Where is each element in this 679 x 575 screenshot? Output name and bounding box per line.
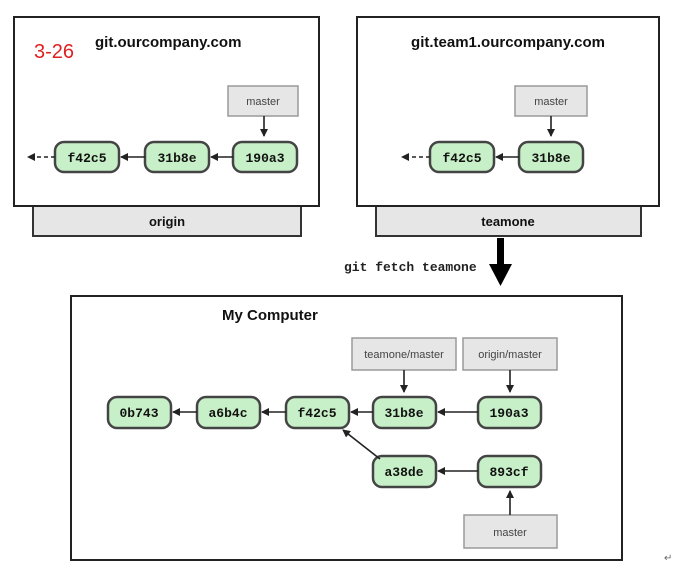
fetch-step: git fetch teamone	[344, 238, 512, 286]
local-commit-a38de-label: a38de	[384, 465, 423, 480]
teamone-commit-f42c5-label: f42c5	[442, 151, 481, 166]
return-mark: ↵	[664, 553, 672, 564]
teamone-master-remote-ref	[351, 337, 457, 371]
origin-commit-190a3-label: 190a3	[245, 151, 284, 166]
origin-label: origin	[149, 214, 185, 229]
teamone-base	[375, 205, 642, 237]
origin-base	[32, 205, 302, 237]
origin-master-ref-label: master	[246, 96, 280, 108]
local-commit-a6b4c-label: a6b4c	[208, 406, 247, 421]
origin-master-remote-ref	[462, 337, 558, 371]
local-commit-31b8e-label: 31b8e	[384, 406, 423, 421]
teamone-server-name: git.team1.ourcompany.com	[411, 34, 605, 51]
origin-commit-f42c5-label: f42c5	[67, 151, 106, 166]
teamone-master-remote-ref-label: teamone/master	[364, 349, 444, 361]
local-master-ref-label: master	[493, 527, 527, 539]
local-commit-0b743	[106, 395, 173, 430]
teamone-server: git.team1.ourcompany.com teamone master …	[356, 16, 660, 237]
origin-commit-31b8e-label: 31b8e	[157, 151, 196, 166]
local-commit-0b743-label: 0b743	[119, 406, 158, 421]
origin-master-ref	[227, 85, 299, 117]
origin-master-remote-ref-label: origin/master	[478, 349, 542, 361]
teamone-master-ref-label: master	[534, 96, 568, 108]
figure-label: 3-26	[34, 41, 74, 63]
origin-server: 3-26 git.ourcompany.com origin master f4…	[13, 16, 320, 237]
teamone-commit-31b8e-label: 31b8e	[531, 151, 570, 166]
local-edge-a38de-f42c5	[342, 429, 381, 460]
local-commit-893cf-label: 893cf	[489, 465, 528, 480]
local-commit-190a3-label: 190a3	[489, 406, 528, 421]
teamone-frame	[356, 16, 660, 207]
fetch-arrow-shaft	[497, 238, 504, 266]
fetch-command: git fetch teamone	[344, 260, 477, 275]
teamone-master-ref	[514, 85, 588, 117]
local-master-ref	[463, 514, 558, 549]
computer-name: My Computer	[222, 307, 318, 324]
fetch-arrow-icon	[489, 264, 512, 286]
local-commit-f42c5-label: f42c5	[297, 406, 336, 421]
teamone-label: teamone	[481, 214, 534, 229]
local-commit-a38de	[371, 454, 438, 489]
my-computer: My Computer teamone/master origin/master…	[70, 295, 623, 561]
origin-server-name: git.ourcompany.com	[95, 34, 241, 51]
